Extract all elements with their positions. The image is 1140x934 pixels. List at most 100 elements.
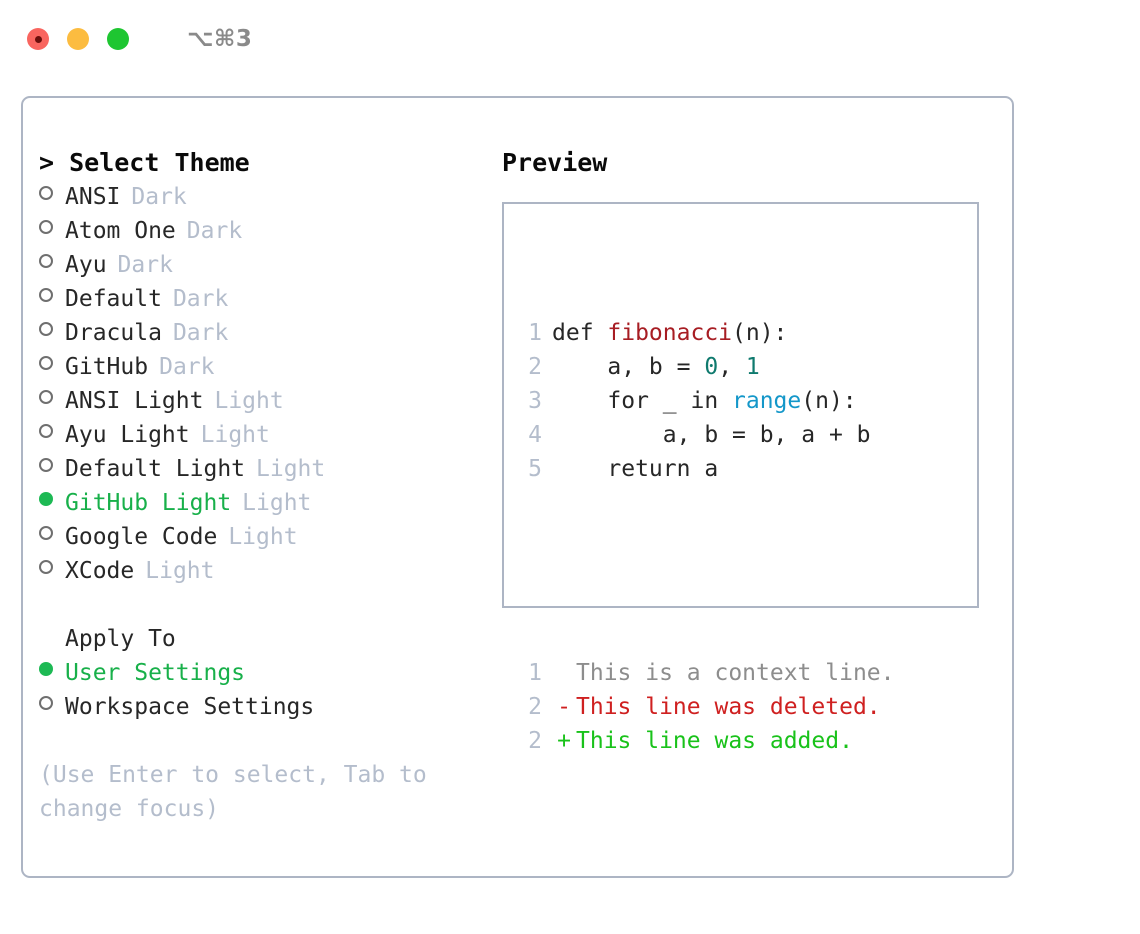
theme-variant-label: Light xyxy=(256,456,326,482)
theme-option-6[interactable]: ANSI Light Light xyxy=(39,384,489,418)
section-spacer xyxy=(39,588,489,622)
apply-option-1[interactable]: Workspace Settings xyxy=(39,690,489,724)
theme-option-label: Default Light xyxy=(65,456,246,482)
theme-option-0[interactable]: ANSI Dark xyxy=(39,180,489,214)
diff-marker-add: + xyxy=(557,728,571,754)
code-token-plain: return a xyxy=(552,456,719,482)
theme-variant-label: Dark xyxy=(186,218,243,244)
theme-option-label: XCode xyxy=(65,558,135,584)
diff-line-number: 2 xyxy=(528,694,542,720)
theme-option-label: GitHub xyxy=(65,354,149,380)
keyboard-hint-text: (Use Enter to select, Tab to change focu… xyxy=(39,762,441,822)
preview-title: Preview xyxy=(502,148,608,177)
diff-line-text: This is a context line. xyxy=(576,660,895,686)
radio-unselected-icon[interactable] xyxy=(39,560,53,574)
code-token-num: 1 xyxy=(745,354,760,380)
theme-option-3[interactable]: Default Dark xyxy=(39,282,489,316)
theme-option-5[interactable]: GitHub Dark xyxy=(39,350,489,384)
theme-option-9[interactable]: GitHub Light Light xyxy=(39,486,489,520)
maximize-window-button[interactable] xyxy=(107,28,129,50)
code-line-text: a, b = 0, 1 xyxy=(552,350,760,384)
radio-unselected-icon[interactable] xyxy=(39,356,53,370)
radio-unselected-icon[interactable] xyxy=(39,220,53,234)
diff-spacer xyxy=(518,554,895,588)
apply-option-label: Workspace Settings xyxy=(65,694,315,720)
apply-to-heading: Apply To xyxy=(65,626,176,652)
code-line: 2 a, b = 0, 1 xyxy=(518,350,895,384)
theme-variant-label: Dark xyxy=(159,354,215,380)
code-line: 4 a, b = b, a + b xyxy=(518,418,895,452)
code-token-plain: a, b = xyxy=(552,354,705,380)
theme-option-7[interactable]: Ayu Light Light xyxy=(39,418,489,452)
radio-unselected-icon[interactable] xyxy=(39,390,53,404)
code-token-plain: for _ in xyxy=(552,388,733,414)
theme-variant-label: Dark xyxy=(172,320,229,346)
radio-selected-icon[interactable] xyxy=(39,662,53,676)
code-token-plain: , xyxy=(718,354,746,380)
radio-unselected-icon[interactable] xyxy=(39,322,53,336)
diff-block: 1 This is a context line. 2-This line was… xyxy=(518,656,895,758)
radio-unselected-icon[interactable] xyxy=(39,254,53,268)
close-window-button[interactable] xyxy=(27,28,49,50)
radio-unselected-icon[interactable] xyxy=(39,526,53,540)
code-token-num: 0 xyxy=(704,354,719,380)
code-token-call: range xyxy=(732,388,802,414)
theme-variant-label: Light xyxy=(214,388,284,414)
radio-unselected-icon[interactable] xyxy=(39,458,53,472)
theme-variant-label: Light xyxy=(228,524,298,550)
code-line-number: 5 xyxy=(528,456,542,482)
code-line-text: for _ in range(n): xyxy=(552,384,857,418)
theme-variant-label: Light xyxy=(242,490,312,516)
diff-line-text: This line was added. xyxy=(576,728,853,754)
theme-variant-label: Light xyxy=(200,422,270,448)
radio-unselected-icon[interactable] xyxy=(39,288,53,302)
theme-option-label: ANSI Light xyxy=(65,388,204,414)
keyboard-shortcut-label: ⌥⌘3 xyxy=(187,26,253,52)
diff-line-add: 2 +This line was added. xyxy=(518,724,895,758)
theme-variant-label: Dark xyxy=(172,286,229,312)
theme-option-10[interactable]: Google Code Light xyxy=(39,520,489,554)
diff-line-text: This line was deleted. xyxy=(576,694,881,720)
code-token-plain: (n): xyxy=(732,320,788,346)
radio-unselected-icon[interactable] xyxy=(39,696,53,710)
radio-unselected-icon[interactable] xyxy=(39,424,53,438)
code-token-plain: a, b = b, a + b xyxy=(552,422,871,448)
theme-variant-label: Dark xyxy=(117,252,173,278)
radio-selected-icon[interactable] xyxy=(39,492,53,506)
apply-option-0[interactable]: User Settings xyxy=(39,656,489,690)
theme-list-heading: > Select Theme xyxy=(39,148,250,177)
theme-option-label: ANSI xyxy=(65,184,121,210)
code-line: 5 return a xyxy=(518,452,895,486)
theme-option-11[interactable]: XCode Light xyxy=(39,554,489,588)
theme-option-8[interactable]: Default Light Light xyxy=(39,452,489,486)
diff-marker-del: - xyxy=(557,694,571,720)
theme-option-label: Google Code xyxy=(65,524,218,550)
code-line: 3 for _ in range(n): xyxy=(518,384,895,418)
theme-variant-label: Dark xyxy=(131,184,187,210)
minimize-window-button[interactable] xyxy=(67,28,89,50)
diff-line-number: 1 xyxy=(528,660,542,686)
theme-option-label: Ayu Light xyxy=(65,422,190,448)
theme-option-label: GitHub Light xyxy=(65,490,232,516)
code-line-number: 2 xyxy=(528,354,542,380)
code-token-plain: (n): xyxy=(801,388,857,414)
theme-option-label: Default xyxy=(65,286,162,312)
code-line-text: def fibonacci(n): xyxy=(552,316,787,350)
apply-option-label: User Settings xyxy=(65,660,246,686)
code-token-fn: fibonacci xyxy=(607,320,733,346)
diff-line-number: 2 xyxy=(528,728,542,754)
code-line-number: 3 xyxy=(528,388,542,414)
title-bar: ⌥⌘3 xyxy=(0,0,1140,78)
theme-variant-label: Light xyxy=(145,558,215,584)
radio-unselected-icon[interactable] xyxy=(39,186,53,200)
